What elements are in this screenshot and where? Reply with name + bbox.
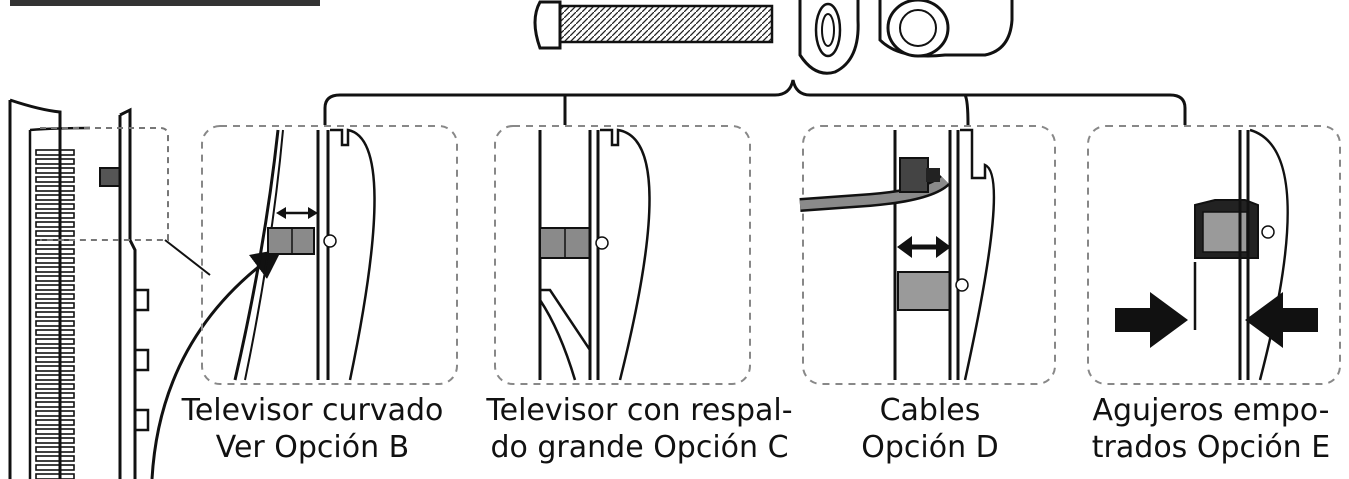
vent-slat — [35, 410, 75, 417]
double-arrow-icon — [897, 236, 951, 258]
vent-slat — [35, 257, 75, 264]
vent-slat — [35, 230, 75, 237]
vent-slat — [35, 392, 75, 399]
arrow-icon — [1245, 292, 1318, 348]
caption-option-e-line1: Agujeros empo- — [1092, 393, 1330, 428]
vent-slat — [35, 302, 75, 309]
vent-slat — [35, 383, 75, 390]
vent-slat — [35, 176, 75, 183]
caption-option-e-line2: trados Opción E — [1091, 430, 1331, 465]
vent-slat — [35, 419, 75, 426]
vent-slat — [35, 293, 75, 300]
panel-option-e — [1087, 125, 1341, 385]
vent-slat — [35, 311, 75, 318]
vent-slat — [35, 212, 75, 219]
vent-slat — [35, 428, 75, 435]
vent-slat — [35, 401, 75, 408]
caption-option-d-line1: Cables — [879, 393, 981, 428]
vent-slat — [35, 374, 75, 381]
vent-slat — [35, 221, 75, 228]
vent-slat — [35, 185, 75, 192]
caption-option-c: Televisor con respal- do grande Opción C — [462, 392, 817, 466]
tv-side-view — [8, 98, 283, 479]
vent-slat — [35, 365, 75, 372]
vent-slat — [35, 248, 75, 255]
vent-slat — [35, 446, 75, 453]
vent-slat — [35, 275, 75, 282]
washer-icon — [798, 0, 860, 75]
vent-slat — [35, 473, 75, 479]
vent-slat — [35, 167, 75, 174]
vent-slat — [35, 437, 75, 444]
panel-option-c — [494, 125, 751, 385]
caption-option-b-line2: Ver Opción B — [215, 430, 410, 465]
panel-option-d — [799, 125, 1056, 385]
panel-option-b — [201, 125, 458, 385]
vent-slat — [35, 284, 75, 291]
hardware-bracket — [323, 79, 1187, 126]
double-arrow-icon — [276, 207, 318, 219]
spacer-icon — [878, 0, 1014, 58]
vent-slat — [35, 320, 75, 327]
vent-slat — [35, 329, 75, 336]
caption-option-c-line2: do grande Opción C — [490, 430, 789, 465]
vent-slat — [35, 347, 75, 354]
caption-option-d-line2: Opción D — [861, 430, 999, 465]
vent-slat — [35, 158, 75, 165]
caption-option-d: Cables Opción D — [825, 392, 1035, 466]
caption-option-b-line1: Televisor curvado — [181, 393, 444, 428]
vent-slat — [35, 455, 75, 462]
screw-icon — [533, 0, 774, 50]
vent-slat — [35, 356, 75, 363]
top-cut-text — [10, 0, 320, 6]
caption-option-e: Agujeros empo- trados Opción E — [1075, 392, 1347, 466]
vent-slat — [35, 194, 75, 201]
vent-slat — [35, 338, 75, 345]
caption-option-b: Televisor curvado Ver Opción B — [170, 392, 455, 466]
vent-slat — [35, 149, 75, 156]
vent-slat — [35, 203, 75, 210]
vent-slat — [35, 266, 75, 273]
caption-option-c-line1: Televisor con respal- — [486, 393, 793, 428]
tv-vents — [35, 149, 75, 479]
vent-slat — [35, 239, 75, 246]
vent-slat — [35, 464, 75, 471]
arrow-icon — [1115, 292, 1188, 348]
